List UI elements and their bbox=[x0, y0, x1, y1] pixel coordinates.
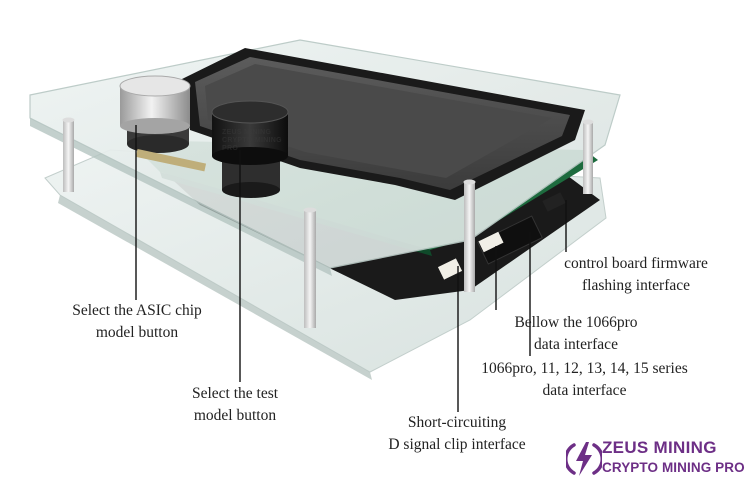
watermark: ZEUS MINING CRYPTO MINING PRO bbox=[222, 129, 292, 153]
callout-test-model-button: Select the test model button bbox=[150, 383, 320, 427]
callout-lines bbox=[135, 125, 567, 412]
brand-text: ZEUS MINING CRYPTO MINING PRO bbox=[602, 438, 745, 478]
callout-firmware-flashing-interface: control board firmware flashing interfac… bbox=[534, 253, 738, 297]
callout-short-line2: D signal clip interface bbox=[388, 436, 526, 453]
lcd-screen bbox=[180, 48, 585, 200]
callout-series-data-interface: 1066pro, 11, 12, 13, 14, 15 series data … bbox=[442, 358, 727, 402]
standoff-posts bbox=[62, 117, 594, 328]
callout-bellow-line1: Bellow the 1066pro bbox=[514, 314, 638, 331]
callout-firmware-line2: flashing interface bbox=[581, 277, 690, 294]
spring bbox=[135, 149, 207, 172]
callout-test-line1: Select the test bbox=[191, 385, 279, 402]
callout-asic-line2: model button bbox=[95, 324, 179, 341]
callout-short-line1: Short-circuiting bbox=[407, 414, 507, 431]
callout-series-line1: 1066pro, 11, 12, 13, 14, 15 series bbox=[481, 360, 688, 377]
callout-asic-line1: Select the ASIC chip bbox=[72, 302, 202, 319]
watermark-line2: CRYPTO MINING PRO bbox=[222, 137, 282, 152]
brand-logo: ZEUS MINING CRYPTO MINING PRO bbox=[566, 437, 746, 481]
brand-tagline: CRYPTO MINING PRO bbox=[602, 460, 745, 475]
watermark-line1: ZEUS MINING bbox=[222, 129, 272, 136]
callout-asic-chip-button: Select the ASIC chip model button bbox=[32, 300, 242, 344]
callout-series-line2: data interface bbox=[542, 382, 627, 399]
callout-short-circuit-interface: Short-circuiting D signal clip interface bbox=[352, 412, 562, 456]
brand-name: ZEUS MINING bbox=[602, 438, 717, 457]
callout-firmware-line1: control board firmware bbox=[564, 255, 708, 272]
asic-model-knob bbox=[119, 75, 191, 153]
test-model-knob bbox=[211, 100, 289, 198]
callout-bellow-line2: data interface bbox=[534, 336, 618, 353]
callout-test-line2: model button bbox=[193, 407, 277, 424]
lightning-bolt-icon bbox=[566, 442, 602, 476]
callout-bellow-1066pro-interface: Bellow the 1066pro data interface bbox=[486, 312, 666, 356]
